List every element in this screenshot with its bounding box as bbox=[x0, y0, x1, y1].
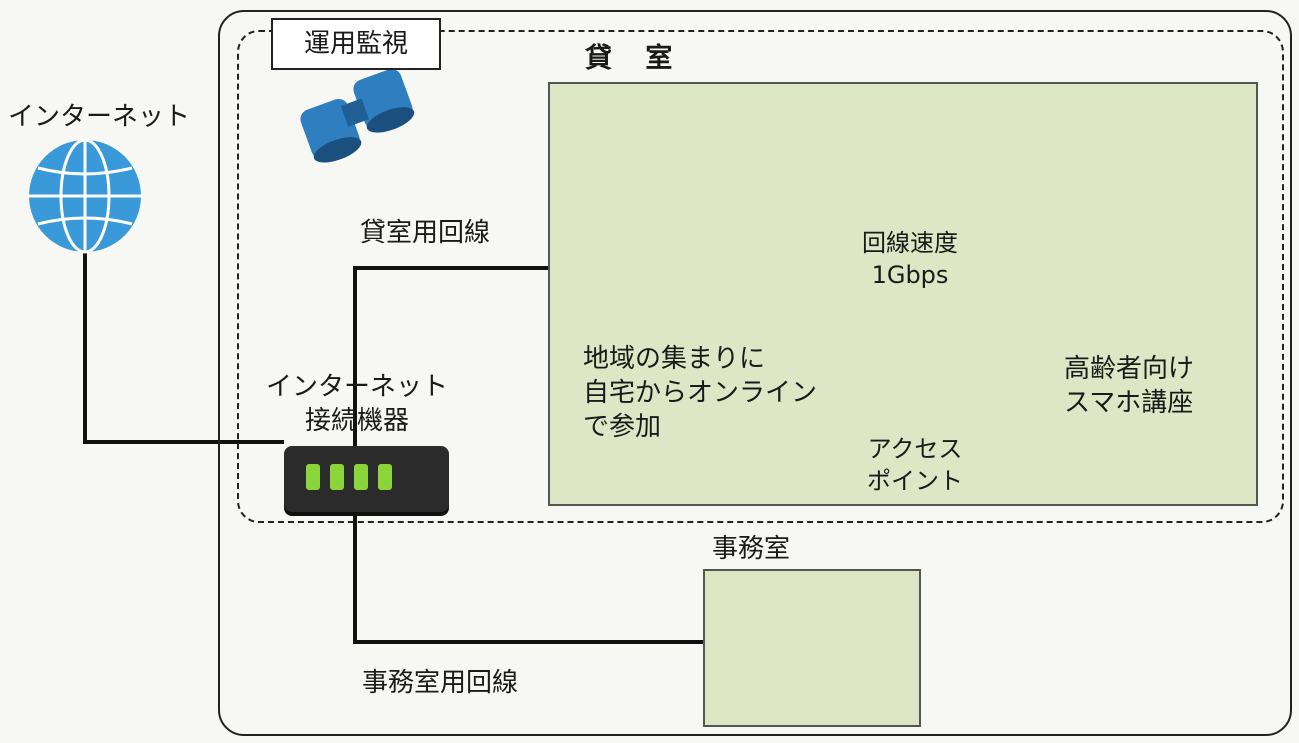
seniors-label-line1: 高齢者向け bbox=[1064, 354, 1195, 384]
community-label-line3: で参加 bbox=[583, 412, 662, 442]
rental-line-label: 貸室用回線 bbox=[360, 218, 491, 248]
monitoring-boundary bbox=[237, 30, 1284, 523]
internet-connection-line bbox=[83, 250, 284, 444]
access-point-label-line2: ポイント bbox=[867, 467, 963, 495]
router-icon bbox=[284, 446, 449, 512]
seniors-label-line2: スマホ講座 bbox=[1064, 388, 1194, 418]
office-room-area bbox=[703, 569, 921, 727]
binoculars-icon bbox=[300, 69, 415, 163]
access-point-label-line1: アクセス bbox=[867, 435, 963, 463]
community-label-line1: 地域の集まりに bbox=[583, 344, 766, 374]
rental-room-area bbox=[548, 82, 1258, 506]
speed-label-line2: 1Gbps bbox=[871, 261, 949, 289]
speed-label-line1: 回線速度 bbox=[862, 229, 958, 257]
device-label-line2: 接続機器 bbox=[304, 406, 409, 436]
device-label-line1: インターネット bbox=[265, 372, 448, 402]
globe-icon bbox=[29, 138, 141, 254]
rental-line bbox=[353, 266, 550, 446]
office-line-label: 事務室用回線 bbox=[362, 668, 519, 698]
internet-label: インターネット bbox=[8, 102, 191, 132]
office-title: 事務室 bbox=[712, 534, 791, 564]
office-line bbox=[353, 512, 705, 644]
rental-room-title: 貸 室 bbox=[585, 43, 685, 74]
facility-boundary bbox=[218, 10, 1292, 736]
monitoring-label: 運用監視 bbox=[271, 18, 441, 70]
community-label-line2: 自宅からオンライン bbox=[583, 378, 818, 408]
